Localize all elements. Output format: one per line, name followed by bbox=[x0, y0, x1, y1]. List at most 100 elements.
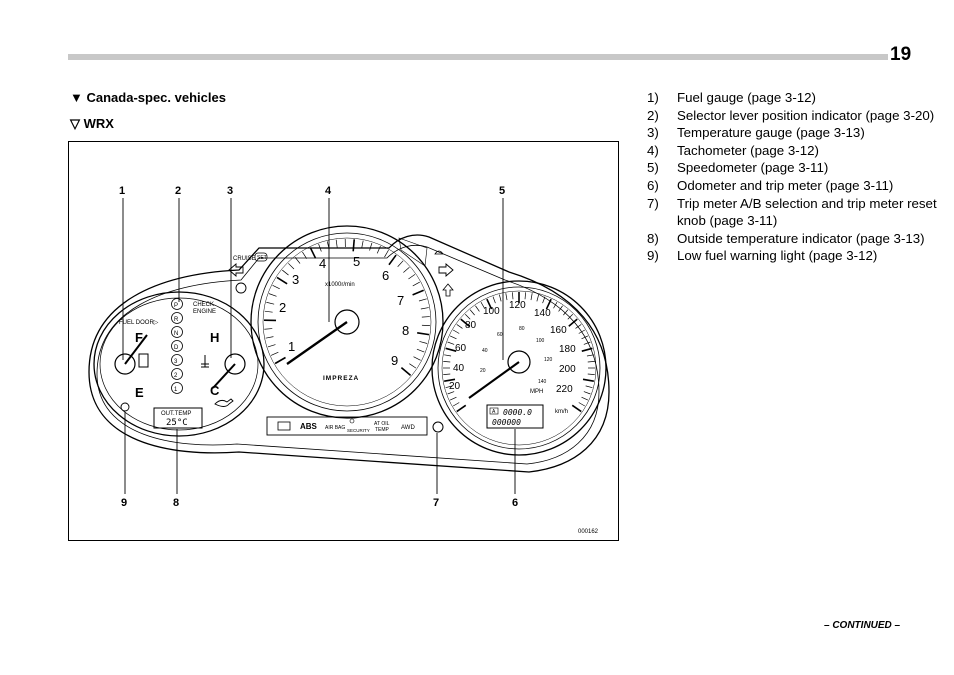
fuel-empty-label: E bbox=[135, 385, 144, 400]
dial-tick bbox=[413, 356, 421, 361]
coolant-temp-icon bbox=[201, 355, 209, 368]
dial-tick bbox=[583, 391, 591, 395]
dial-tick bbox=[309, 247, 317, 259]
dial-tick bbox=[444, 354, 452, 357]
dial-tick bbox=[443, 361, 451, 363]
dial-tick bbox=[288, 263, 295, 270]
dial-tick bbox=[475, 305, 480, 312]
legend-item: 9)Low fuel warning light (page 3-12) bbox=[647, 248, 878, 264]
temp-cold-label: C bbox=[210, 383, 220, 398]
speedometer-ticks bbox=[443, 292, 595, 413]
tach-tick-4: 4 bbox=[319, 256, 326, 271]
speedometer-outer-ring bbox=[431, 280, 607, 456]
dial-tick bbox=[417, 332, 430, 336]
trip-indicator-label: A bbox=[492, 409, 496, 415]
legend-item: 4)Tachometer (page 3-12) bbox=[647, 142, 819, 158]
dial-tick bbox=[421, 316, 430, 318]
legend-item: 8)Outside temperature indicator (page 3-… bbox=[647, 230, 925, 246]
dial-tick bbox=[505, 293, 508, 301]
svg-text:D: D bbox=[174, 345, 179, 351]
set-label: SET bbox=[257, 255, 267, 261]
dial-tick bbox=[449, 335, 457, 340]
svg-text:P: P bbox=[174, 303, 178, 309]
trip-meter-value: 0000.0 bbox=[503, 408, 532, 417]
kmh-tick-100: 100 bbox=[536, 338, 545, 344]
dial-tick bbox=[524, 292, 526, 300]
outside-temp-value: 25°C bbox=[166, 418, 188, 428]
high-beam-icon bbox=[442, 283, 454, 297]
kmh-tick-60: 60 bbox=[497, 332, 503, 338]
dial-tick bbox=[571, 404, 582, 413]
dial-tick bbox=[486, 298, 493, 310]
dial-tick bbox=[581, 335, 589, 340]
dial-tick bbox=[453, 329, 460, 334]
dial-tick bbox=[553, 302, 558, 309]
dial-tick bbox=[582, 378, 594, 382]
dial-tick bbox=[282, 269, 289, 276]
speed-tick-140: 140 bbox=[534, 308, 551, 319]
dial-tick bbox=[267, 344, 276, 348]
dial-tick bbox=[403, 267, 410, 273]
dial-tick bbox=[563, 309, 569, 316]
dial-tick bbox=[445, 347, 457, 352]
tach-tick-7: 7 bbox=[397, 293, 404, 308]
tach-tick-8: 8 bbox=[402, 323, 409, 338]
tach-tick-3: 3 bbox=[292, 272, 299, 287]
callout-2: 2 bbox=[175, 185, 181, 197]
airbag-lamp: AIR BAG bbox=[325, 425, 345, 431]
dial-tick bbox=[456, 324, 463, 329]
dial-tick bbox=[578, 402, 585, 407]
dial-tick bbox=[586, 354, 594, 357]
dial-tick bbox=[558, 305, 563, 312]
callout-9: 9 bbox=[121, 497, 127, 509]
oil-pressure-icon bbox=[214, 398, 234, 407]
speed-tick-80: 80 bbox=[465, 320, 477, 331]
dial-tick bbox=[545, 298, 552, 310]
dial-tick bbox=[419, 341, 428, 344]
section-heading: ▼ Canada-spec. vehicles bbox=[70, 90, 226, 105]
odometer-display bbox=[486, 404, 544, 429]
tachometer-outer-ring bbox=[250, 225, 444, 419]
speed-tick-20: 20 bbox=[449, 381, 461, 392]
instrument-cluster-figure: F E FUEL DOOR▷ P R N D 3 2 1 CHECK ENGIN… bbox=[68, 141, 619, 541]
at-oil-lamp: AT OIL bbox=[374, 421, 390, 427]
dial-tick bbox=[265, 336, 274, 339]
callout-7: 7 bbox=[433, 497, 439, 509]
dial-tick bbox=[568, 318, 578, 327]
dial-tick bbox=[460, 318, 470, 327]
temperature-gauge-needle bbox=[212, 363, 236, 389]
tachometer-ring bbox=[257, 232, 437, 412]
svg-text:R: R bbox=[174, 317, 179, 323]
warning-lamp-panel bbox=[266, 416, 428, 436]
dial-tick bbox=[585, 385, 593, 389]
cruise-label: CRUISE bbox=[233, 256, 256, 262]
fuel-pump-icon bbox=[138, 353, 149, 368]
temp-lamp: TEMP bbox=[375, 427, 390, 433]
dial-tick bbox=[480, 302, 485, 309]
header-rule bbox=[68, 54, 888, 60]
callout-1: 1 bbox=[119, 185, 125, 197]
legend-item: 1)Fuel gauge (page 3-12) bbox=[647, 90, 816, 105]
speed-tick-60: 60 bbox=[455, 343, 467, 354]
dial-tick bbox=[587, 373, 595, 375]
trip-reset-knob bbox=[432, 421, 444, 433]
speed-tick-40: 40 bbox=[453, 363, 465, 374]
instrument-cluster-drawing: F E FUEL DOOR▷ P R N D 3 2 1 CHECK ENGIN… bbox=[88, 185, 610, 535]
dial-tick bbox=[465, 314, 471, 320]
security-indicator-icon bbox=[349, 418, 355, 424]
low-fuel-warning-light bbox=[120, 402, 130, 412]
dial-tick bbox=[536, 294, 540, 302]
tach-tick-2: 2 bbox=[279, 300, 286, 315]
dial-tick bbox=[400, 367, 412, 376]
abs-lamp: ABS bbox=[300, 422, 318, 431]
kmh-tick-40: 40 bbox=[482, 348, 488, 354]
dial-tick bbox=[578, 329, 585, 334]
tach-unit: x1000r/min bbox=[325, 282, 355, 288]
dial-tick bbox=[512, 292, 514, 300]
svg-text:3: 3 bbox=[174, 359, 178, 365]
left-turn-signal-icon bbox=[228, 263, 244, 277]
dial-tick bbox=[445, 385, 453, 389]
kmh-tick-120: 120 bbox=[544, 357, 553, 363]
callout-6: 6 bbox=[512, 497, 518, 509]
fuel-door-label: FUEL DOOR▷ bbox=[119, 320, 159, 326]
